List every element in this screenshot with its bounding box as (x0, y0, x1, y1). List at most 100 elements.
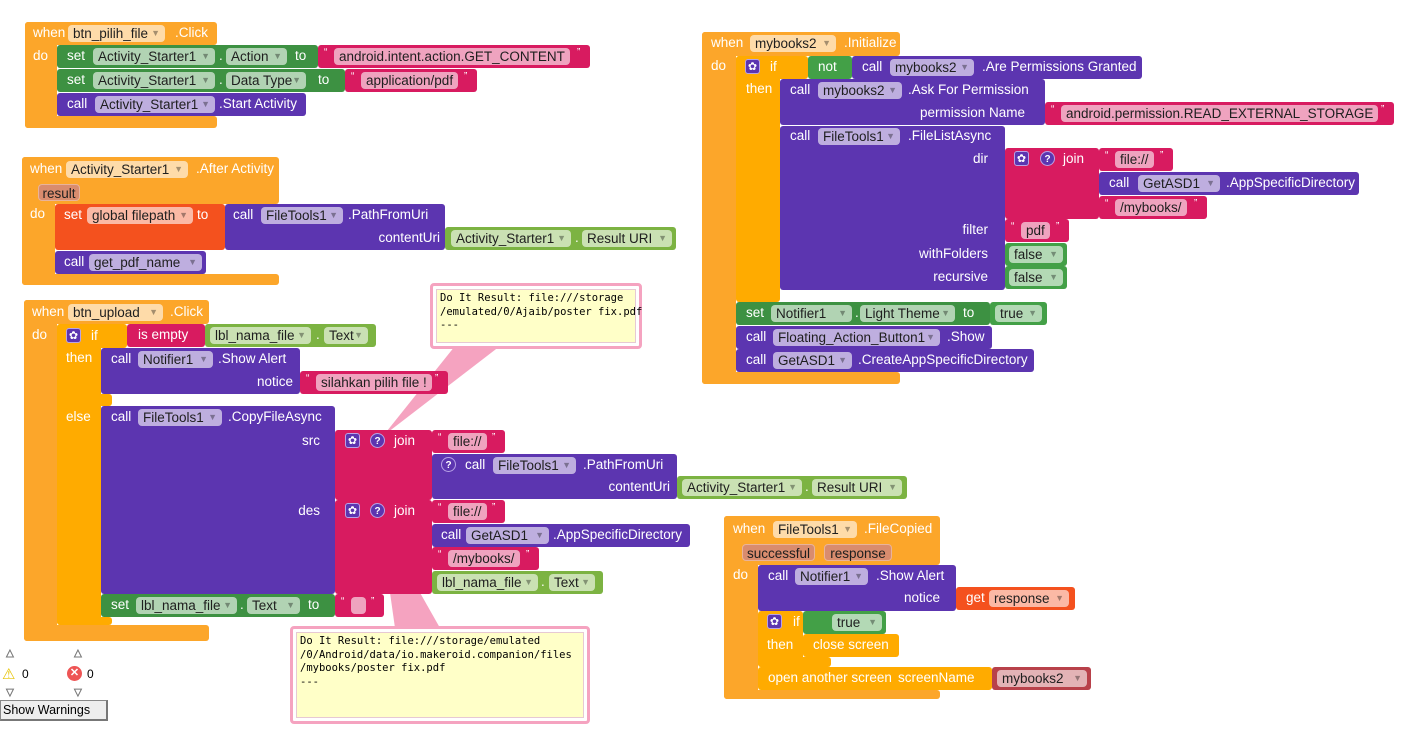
dropdown-field[interactable]: btn_upload▼ (68, 304, 163, 321)
dropdown-field[interactable]: Data Type▼ (226, 72, 306, 89)
file-prefix-string-value[interactable]: file:// (1115, 151, 1154, 168)
dropdown-field[interactable]: mybooks2▼ (818, 82, 902, 99)
dropdown-field[interactable]: Light Theme▼ (860, 305, 955, 322)
error-next-icon[interactable]: ▼ (72, 685, 85, 699)
file-prefix-string-value[interactable]: file:// (448, 433, 487, 450)
if-body[interactable] (57, 324, 101, 625)
gear-mutator-icon[interactable]: ✿ (1014, 151, 1029, 166)
block-label: do (711, 58, 727, 73)
event-bottom[interactable] (702, 372, 900, 384)
event-body[interactable] (22, 157, 55, 285)
response-parameter[interactable]: response (824, 544, 892, 561)
dropdown-field[interactable]: lbl_nama_file▼ (437, 574, 538, 591)
action-string-value[interactable]: android.intent.action.GET_CONTENT (334, 48, 570, 65)
do-it-result-comment-2[interactable]: Do It Result: file:///storage/emulated /… (290, 626, 590, 724)
if-bottom[interactable] (758, 657, 831, 667)
warning-next-icon[interactable]: ▼ (4, 685, 17, 699)
dropdown-value: Notifier1 (800, 569, 851, 584)
if-else-row[interactable] (57, 394, 112, 406)
dropdown-field[interactable]: FileTools1▼ (773, 521, 857, 538)
call-copy-file-async-block[interactable] (101, 406, 335, 594)
dropdown-field[interactable]: Result URI▼ (812, 479, 902, 496)
gear-mutator-icon[interactable]: ✿ (345, 433, 360, 448)
block-label: .Ask For Permission (908, 82, 1029, 97)
close-screen-block[interactable] (803, 634, 899, 657)
dropdown-value: Text (252, 598, 277, 613)
event-bottom[interactable] (724, 690, 940, 699)
dropdown-field[interactable]: GetASD1▼ (1138, 175, 1220, 192)
dropdown-field[interactable]: false▼ (1009, 246, 1063, 263)
notice-string-value[interactable]: silahkan pilih file ! (316, 374, 432, 391)
mybooks-string-value[interactable]: /mybooks/ (448, 550, 520, 567)
dropdown-field[interactable]: Activity_Starter1▼ (93, 48, 215, 65)
show-warnings-button[interactable]: Show Warnings (0, 700, 108, 721)
if-bottom[interactable] (57, 617, 112, 625)
filter-string-value[interactable]: pdf (1021, 222, 1050, 239)
not-block[interactable] (808, 56, 852, 79)
help-question-icon[interactable]: ? (1040, 151, 1055, 166)
dropdown-field[interactable]: Text▼ (324, 327, 368, 344)
is-empty-block[interactable] (127, 324, 205, 347)
dropdown-field[interactable]: mybooks2▼ (750, 35, 836, 52)
component-dropdown[interactable]: btn_pilih_file▼ (68, 25, 165, 42)
call-file-list-async-block[interactable] (780, 126, 1005, 290)
open-another-screen-block[interactable] (758, 667, 992, 690)
gear-mutator-icon[interactable]: ✿ (767, 614, 782, 629)
dropdown-value: Text (329, 328, 354, 343)
data-type-string-value[interactable]: application/pdf (361, 72, 459, 89)
dropdown-field[interactable]: Activity_Starter1▼ (95, 96, 215, 113)
gear-mutator-icon[interactable]: ✿ (66, 328, 81, 343)
dropdown-field[interactable]: Activity_Starter1▼ (451, 230, 571, 247)
dropdown-field[interactable]: Notifier1▼ (795, 568, 868, 585)
dropdown-field[interactable]: true▼ (832, 614, 882, 631)
dropdown-field[interactable]: mybooks2▼ (890, 59, 974, 76)
warning-prev-icon[interactable]: ▲ (4, 646, 17, 660)
dropdown-field[interactable]: Text▼ (247, 597, 300, 614)
mybooks-string-value[interactable]: /mybooks/ (1115, 199, 1187, 216)
dropdown-field[interactable]: FileTools1▼ (261, 207, 343, 224)
dropdown-field[interactable]: FileTools1▼ (818, 128, 900, 145)
empty-string-value[interactable] (351, 597, 366, 614)
variable-dropdown[interactable]: global filepath▼ (87, 207, 193, 224)
dropdown-field[interactable]: Action▼ (226, 48, 287, 65)
event-bottom[interactable] (25, 116, 217, 128)
permission-string-value[interactable]: android.permission.READ_EXTERNAL_STORAGE (1061, 105, 1379, 122)
block-label: .AppSpecificDirectory (1226, 175, 1356, 190)
dropdown-field[interactable]: Notifier1▼ (771, 305, 852, 322)
help-question-icon[interactable]: ? (441, 457, 456, 472)
help-question-icon[interactable]: ? (370, 503, 385, 518)
dropdown-field[interactable]: FileTools1▼ (138, 409, 222, 426)
dropdown-field[interactable]: lbl_nama_file▼ (210, 327, 311, 344)
dropdown-field[interactable]: false▼ (1009, 269, 1063, 286)
dropdown-field[interactable]: response▼ (989, 590, 1069, 607)
dropdown-field[interactable]: FileTools1▼ (493, 457, 576, 474)
dropdown-field[interactable]: Floating_Action_Button1▼ (773, 329, 940, 346)
dropdown-field[interactable]: mybooks2▼ (997, 670, 1087, 687)
dropdown-field[interactable]: GetASD1▼ (773, 352, 852, 369)
successful-parameter[interactable]: successful (742, 544, 815, 561)
dropdown-field[interactable]: Notifier1▼ (138, 351, 213, 368)
dropdown-field[interactable]: Activity_Starter1▼ (682, 479, 802, 496)
event-body[interactable] (702, 32, 736, 384)
dropdown-field[interactable]: GetASD1▼ (466, 527, 549, 544)
dropdown-field[interactable]: Activity_Starter1▼ (93, 72, 215, 89)
help-question-icon[interactable]: ? (370, 433, 385, 448)
dropdown-field[interactable]: get_pdf_name▼ (89, 254, 202, 271)
gear-mutator-icon[interactable]: ✿ (345, 503, 360, 518)
do-it-result-comment-1[interactable]: Do It Result: file:///storage /emulated/… (430, 283, 642, 349)
dropdown-field[interactable]: true▼ (995, 305, 1042, 322)
dropdown-field[interactable]: lbl_nama_file▼ (136, 597, 237, 614)
event-bottom[interactable] (22, 274, 279, 285)
event-body[interactable] (24, 300, 57, 641)
dropdown-field[interactable]: Result URI▼ (582, 230, 672, 247)
dropdown-field[interactable]: Text▼ (549, 574, 595, 591)
if-body[interactable] (736, 56, 780, 302)
dropdown-field[interactable]: Activity_Starter1▼ (66, 161, 188, 178)
event-body[interactable] (25, 22, 57, 128)
result-parameter[interactable]: result (38, 184, 80, 201)
gear-mutator-icon[interactable]: ✿ (745, 59, 760, 74)
file-prefix-string-value[interactable]: file:// (448, 503, 487, 520)
error-prev-icon[interactable]: ▲ (72, 646, 85, 660)
event-bottom[interactable] (24, 625, 209, 641)
